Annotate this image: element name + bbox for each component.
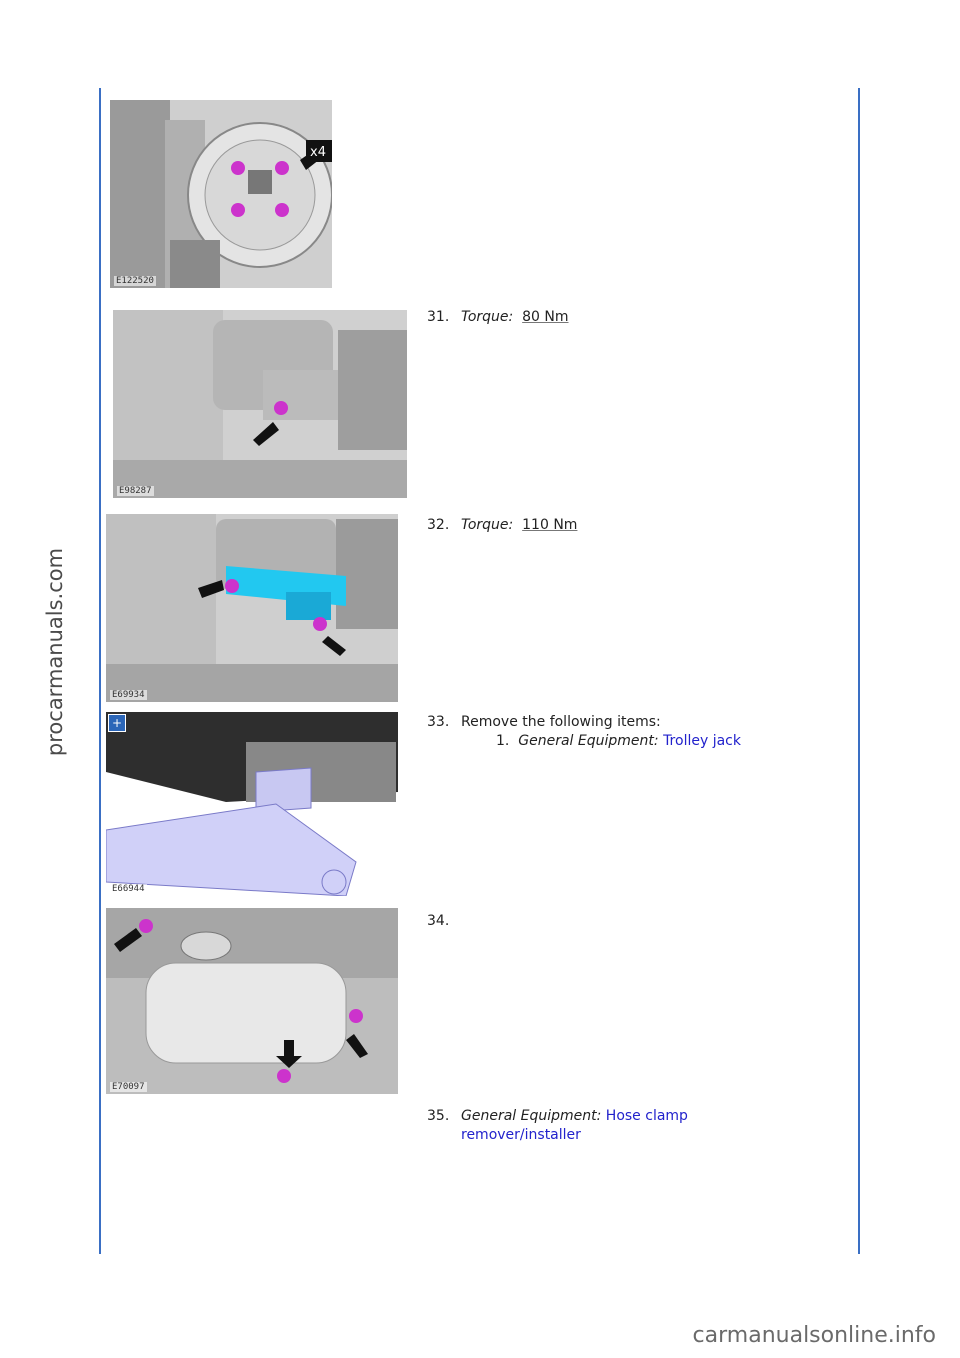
torque-value[interactable]: 110 Nm	[522, 517, 578, 533]
step-number: 32.	[427, 517, 450, 533]
step-35-continued: remover/installer	[461, 1126, 581, 1145]
illustration-crankshaft-pulley[interactable]: x4 E122520	[110, 100, 332, 288]
sub-number: 1.	[496, 733, 510, 749]
zoom-icon[interactable]: +	[108, 714, 126, 732]
image-code: E122520	[114, 276, 156, 286]
step-31: 31. Torque: 80 Nm	[427, 308, 569, 327]
torque-value[interactable]: 80 Nm	[522, 309, 569, 325]
step-33: 33. Remove the following items:	[427, 713, 661, 732]
image-code: E66944	[110, 884, 147, 894]
side-watermark: procarmanuals.com	[43, 547, 67, 757]
step-number: 33.	[427, 714, 450, 730]
step-text: Remove the following items:	[461, 714, 661, 730]
illustration-drawing: x4	[110, 100, 332, 288]
sub-label: General Equipment:	[518, 733, 659, 749]
step-32: 32. Torque: 110 Nm	[427, 516, 577, 535]
step-number: 35.	[427, 1108, 450, 1124]
illustration-drawing	[113, 310, 407, 498]
hose-clamp-link[interactable]: Hose clamp	[605, 1108, 688, 1124]
illustration-mount-bracket[interactable]: E69934	[106, 514, 398, 702]
step-33-subitem: 1. General Equipment: Trolley jack	[496, 732, 741, 751]
step-number: 34.	[427, 913, 450, 929]
pulley-callout-label: x4	[310, 145, 326, 160]
trolley-jack-link[interactable]: Trolley jack	[663, 733, 741, 749]
illustration-drawing	[106, 514, 398, 702]
image-code: E69934	[110, 690, 147, 700]
step-35: 35. General Equipment: Hose clamp	[427, 1107, 688, 1126]
footer-watermark: carmanualsonline.info	[692, 1323, 936, 1348]
left-border-line	[99, 88, 101, 1254]
hose-clamp-link-continued[interactable]: remover/installer	[461, 1127, 581, 1143]
image-code: E98287	[117, 486, 154, 496]
step-label: Torque:	[461, 517, 514, 533]
image-code: E70097	[110, 1082, 147, 1092]
right-border-line	[858, 88, 860, 1254]
step-label: Torque:	[461, 309, 514, 325]
step-34: 34.	[427, 912, 461, 931]
illustration-trolley-jack[interactable]: + E66944	[106, 712, 398, 896]
illustration-drawing	[106, 712, 398, 896]
illustration-drawing	[106, 908, 398, 1094]
illustration-coolant-reservoir[interactable]: E70097	[106, 908, 398, 1094]
illustration-engine-mount-bolt[interactable]: E98287	[113, 310, 407, 498]
step-number: 31.	[427, 309, 450, 325]
step-label: General Equipment:	[461, 1108, 602, 1124]
